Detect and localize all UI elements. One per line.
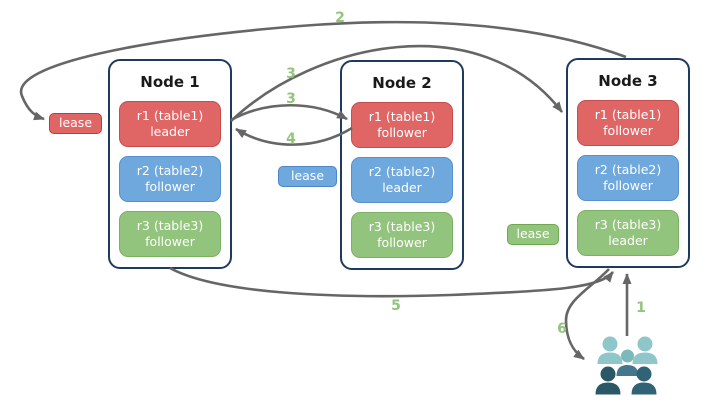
- replica-r3-node1: r3 (table3) follower: [119, 211, 221, 257]
- node-1: Node 1 r1 (table1) leader r2 (table2) fo…: [108, 59, 232, 269]
- replica-name: r1 (table1): [136, 107, 204, 123]
- step-label-3a: 3: [286, 66, 296, 82]
- node-2: Node 2 r1 (table1) follower r2 (table2) …: [340, 60, 464, 270]
- replica-role: follower: [603, 123, 653, 138]
- step-label-5: 5: [391, 298, 401, 314]
- node-title: Node 2: [372, 74, 432, 92]
- replica-role: follower: [145, 179, 195, 194]
- replica-role: leader: [150, 124, 190, 139]
- step-label-1: 1: [636, 300, 646, 316]
- replica-name: r1 (table1): [594, 106, 662, 122]
- replica-r3-node3: r3 (table3) leader: [577, 210, 679, 256]
- replica-name: r2 (table2): [368, 163, 436, 179]
- replica-role: follower: [145, 234, 195, 249]
- arrow-step6-response-to-client: [564, 268, 610, 361]
- arrow-step3-replicate-to-node2: [230, 103, 348, 122]
- replica-name: r3 (table3): [594, 216, 662, 232]
- replica-name: r2 (table2): [594, 161, 662, 177]
- step-label-4: 4: [286, 131, 296, 147]
- lease-badge-table3: lease: [507, 224, 559, 245]
- replica-r2-node3: r2 (table2) follower: [577, 155, 679, 201]
- replica-name: r3 (table3): [136, 217, 204, 233]
- users-group-icon: [595, 336, 658, 395]
- replica-role: follower: [377, 235, 427, 250]
- step-label-3b: 3: [286, 91, 296, 107]
- lease-badge-table1: lease: [49, 113, 102, 134]
- node-title: Node 1: [140, 73, 200, 91]
- replica-r1-node2: r1 (table1) follower: [351, 102, 453, 148]
- replica-r1-node1: r1 (table1) leader: [119, 101, 221, 147]
- replica-name: r2 (table2): [136, 162, 204, 178]
- lease-badge-table2: lease: [278, 166, 337, 187]
- replica-name: r1 (table1): [368, 108, 436, 124]
- node-3: Node 3 r1 (table1) follower r2 (table2) …: [566, 58, 690, 268]
- replica-role: follower: [377, 125, 427, 140]
- node-title: Node 3: [598, 72, 658, 90]
- replica-name: r3 (table3): [368, 218, 436, 234]
- step-label-2: 2: [335, 10, 345, 26]
- arrow-step5-node1-to-node3: [169, 266, 615, 298]
- replica-r1-node3: r1 (table1) follower: [577, 100, 679, 146]
- replica-r2-node1: r2 (table2) follower: [119, 156, 221, 202]
- replica-role: leader: [382, 180, 422, 195]
- step-label-6: 6: [557, 321, 567, 337]
- replica-role: follower: [603, 178, 653, 193]
- replica-r2-node2: r2 (table2) leader: [351, 157, 453, 203]
- replica-role: leader: [608, 233, 648, 248]
- replica-r3-node2: r3 (table3) follower: [351, 212, 453, 258]
